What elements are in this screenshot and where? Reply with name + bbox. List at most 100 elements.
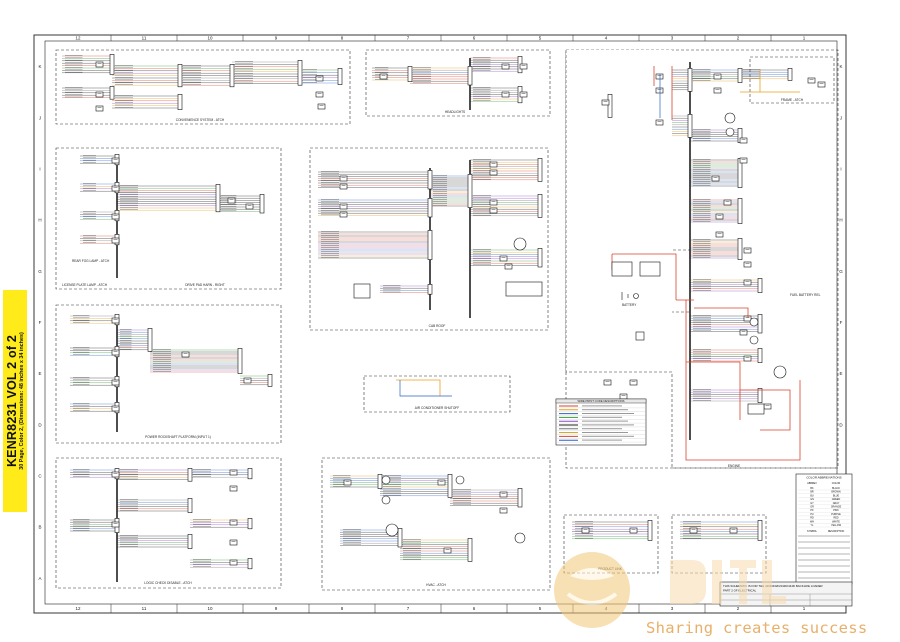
wire-label <box>120 501 138 502</box>
wire-label <box>473 201 491 203</box>
wire-label <box>383 477 401 478</box>
section-label-battery: BATTERY <box>622 303 637 307</box>
wire-label <box>115 84 133 85</box>
wire-label <box>453 502 471 503</box>
wire-label <box>120 331 132 332</box>
grid-column-label: 4 <box>605 36 608 41</box>
wire-label <box>321 199 339 200</box>
wire-label <box>153 371 171 372</box>
wire-label <box>193 471 211 473</box>
wire-label <box>473 253 491 255</box>
wire-label <box>303 79 317 81</box>
wire-label <box>693 283 711 285</box>
wire-label <box>193 521 211 523</box>
section-license-box <box>55 147 282 290</box>
component <box>489 207 498 214</box>
wire-label <box>120 337 132 339</box>
grid-row-label: J <box>840 115 842 120</box>
connector <box>267 374 273 387</box>
wire-print-code-table: WIRE PRINT CODE DESCRIPTIONS <box>555 398 647 446</box>
color-table-header-abbrev: ABBREV <box>807 482 817 485</box>
wire-label <box>473 87 491 88</box>
grid-column-label: 11 <box>142 36 147 41</box>
grid-row-label: G <box>839 269 843 274</box>
wire-label <box>743 75 761 77</box>
component <box>655 87 664 94</box>
connector <box>757 520 763 541</box>
wire-label <box>193 523 211 525</box>
wire-label <box>120 503 138 505</box>
wire-label <box>693 199 711 200</box>
wire-label <box>693 213 711 214</box>
wire-label <box>473 255 491 257</box>
title-block: THIS SCHEMATIC IS FOR THE 420D/432D/442D… <box>719 581 853 607</box>
wire-label <box>73 527 90 529</box>
wire-label <box>375 67 389 68</box>
wire-label <box>473 61 491 63</box>
document-side-label: KENR8231 VOL 2 of 2 30 Page, Color 2, (D… <box>3 290 27 512</box>
wire-label <box>433 199 447 200</box>
color-abbrev: BU <box>810 494 814 497</box>
wire-label <box>473 199 491 201</box>
color-name: GREEN <box>832 498 841 501</box>
wire-label <box>693 165 711 166</box>
wire-label <box>120 346 132 348</box>
wire-label <box>73 410 90 411</box>
wire-label <box>321 235 339 236</box>
wire-label <box>120 543 138 545</box>
color-abbrev: GN <box>810 498 814 501</box>
wire-label <box>120 535 138 536</box>
color-abbrev: YL <box>811 524 815 527</box>
wire-label <box>303 82 317 83</box>
component <box>379 73 388 80</box>
wire-label <box>433 191 447 192</box>
component <box>711 175 720 182</box>
wire-label <box>120 329 132 330</box>
wire-label <box>743 73 761 75</box>
power-wire <box>653 66 673 120</box>
component <box>111 521 120 528</box>
wire-label <box>321 239 339 240</box>
component <box>111 157 120 164</box>
component <box>339 183 348 190</box>
wire-label <box>433 175 447 176</box>
connector <box>447 474 453 498</box>
wire-swatch-description <box>582 409 628 411</box>
wire-label <box>193 476 211 477</box>
wire-label <box>693 397 711 399</box>
wire-label <box>183 74 201 76</box>
color-abbrev: PK <box>810 509 814 512</box>
wire-label <box>73 525 90 527</box>
wire-label <box>375 79 389 80</box>
component <box>504 263 513 270</box>
wire-label <box>693 393 711 395</box>
wire-label <box>683 521 701 522</box>
wire-label <box>693 321 711 323</box>
grid-row-label: E <box>839 371 842 376</box>
grid-row-label: I <box>39 166 40 171</box>
wire-label <box>193 563 211 565</box>
wire-label <box>433 183 447 184</box>
wire-label <box>693 161 711 162</box>
connector <box>407 66 413 82</box>
wire-label <box>193 559 211 560</box>
wire-label <box>115 65 133 66</box>
wire-label <box>83 237 96 239</box>
connector <box>467 174 473 208</box>
component <box>739 329 748 336</box>
wire-label <box>383 488 401 489</box>
wire-label <box>183 67 201 69</box>
section-headlights-box <box>365 49 551 117</box>
wire-label <box>473 161 491 162</box>
grid-row-label: I <box>840 166 841 171</box>
component <box>227 197 236 204</box>
component <box>111 379 120 386</box>
wire-label <box>73 349 90 351</box>
wire-label <box>73 407 90 409</box>
grid-row-label: E <box>38 371 41 376</box>
wire-label <box>235 82 253 84</box>
wire-label <box>433 193 447 194</box>
connector <box>737 238 743 260</box>
battery-component <box>611 261 661 300</box>
wire-label <box>83 213 96 215</box>
